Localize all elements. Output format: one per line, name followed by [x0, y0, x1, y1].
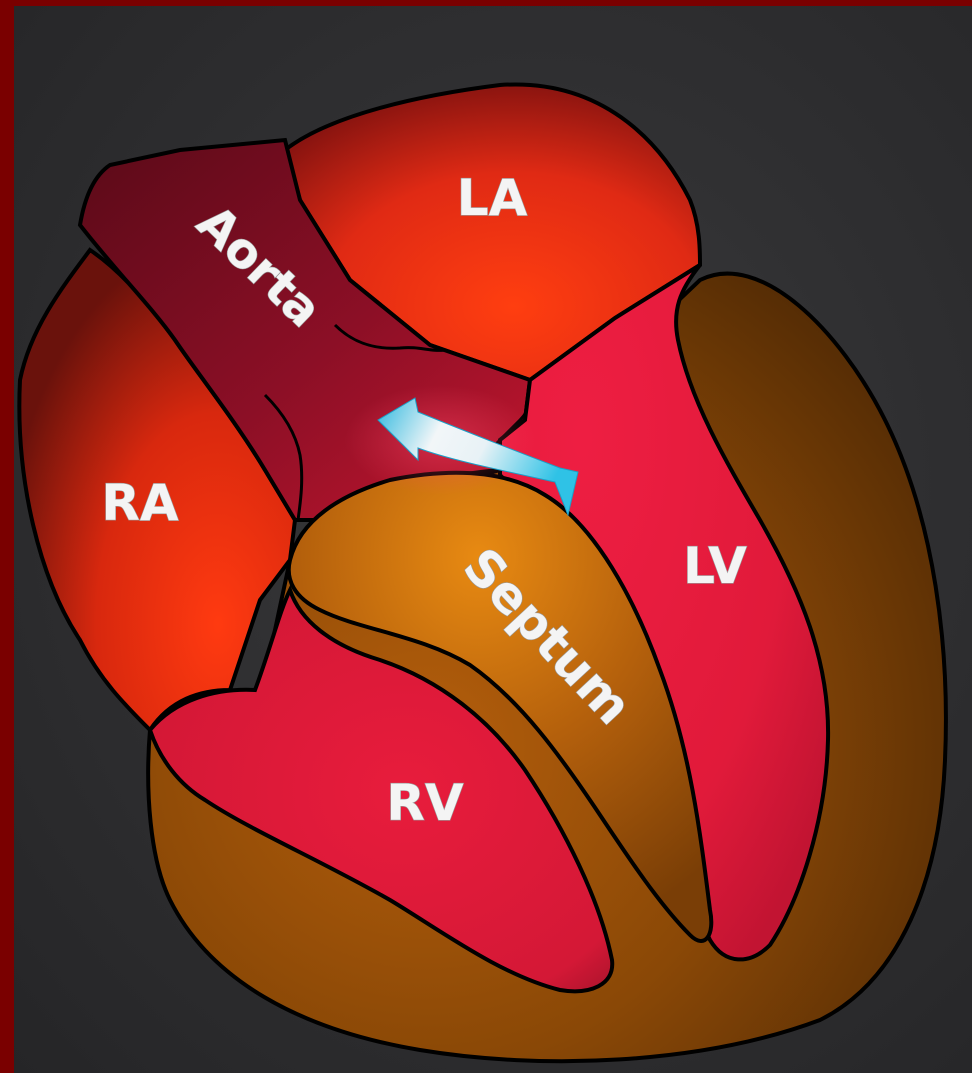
label-rv: RV	[386, 774, 464, 832]
label-lv: LV	[683, 537, 747, 595]
label-la: LA	[457, 169, 528, 227]
label-ra: RA	[101, 474, 179, 532]
